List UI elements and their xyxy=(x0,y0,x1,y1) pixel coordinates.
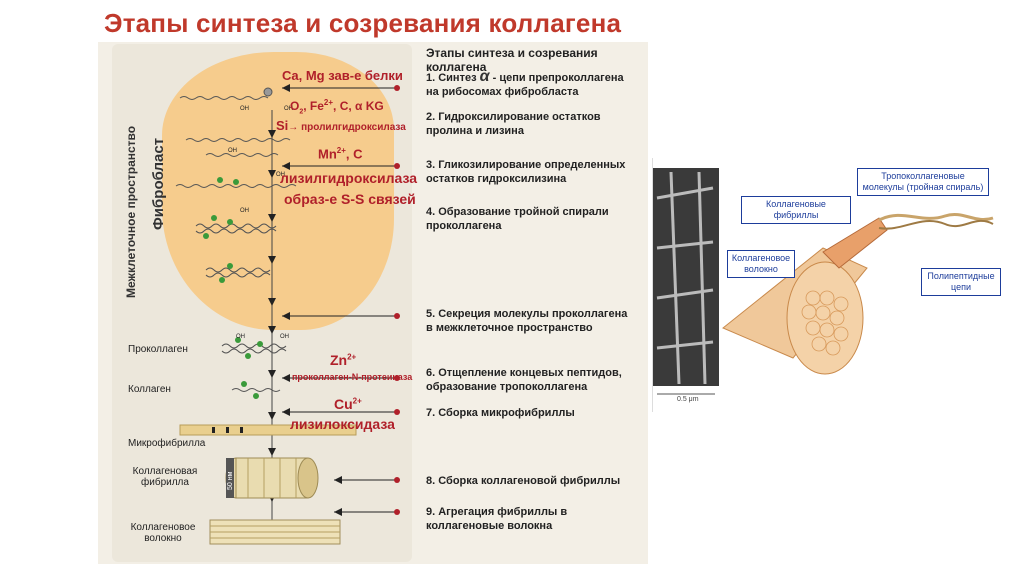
label-fibrils: Коллагеновые фибриллы xyxy=(741,196,851,224)
label-polypeptide: Полипептидные цепи xyxy=(921,268,1001,296)
peptide-chains xyxy=(175,96,297,392)
fiber-illustration xyxy=(653,168,994,395)
microfibril-marks xyxy=(212,427,243,433)
step-dots xyxy=(394,85,400,515)
collagen-fiber-figure: Тропоколлагеновые молекулы (тройная спир… xyxy=(652,158,1001,412)
fiber-bundle xyxy=(209,519,341,545)
cofactor-cu: Cu2+ xyxy=(334,396,362,412)
oh-label: OH xyxy=(240,106,249,112)
slide-title: Этапы синтеза и созревания коллагена xyxy=(104,8,622,38)
fibroblast-cell xyxy=(162,52,394,330)
stage-fiber: Коллагеновое волокно xyxy=(130,522,196,544)
steps-heading: Этапы синтеза и созревания коллагена xyxy=(426,46,598,74)
step-6: 6. Отщепление концевых пептидов,образова… xyxy=(426,367,622,393)
label-fiber: Коллагеновое волокно xyxy=(727,250,795,278)
stage-collagen: Коллаген xyxy=(128,384,171,395)
enzyme-lysyl-oxidase: лизилоксидаза xyxy=(290,416,395,432)
cofactor-arrowheads xyxy=(282,84,342,516)
oh-label: OH xyxy=(280,334,289,340)
cofactor-o2-fe: O2, Fe2+, C, α KG xyxy=(290,98,384,116)
cofactor-zn: Zn2+ xyxy=(330,352,357,368)
glycosylation-dots xyxy=(203,177,263,399)
step-8: 8. Сборка коллагеновой фибриллы xyxy=(426,475,621,487)
label-tropocollagen: Тропоколлагеновые молекулы (тройная спир… xyxy=(857,168,989,196)
stage-microfibril: Микрофибрилла xyxy=(128,438,206,449)
fiber-cells xyxy=(801,290,849,356)
micrograph xyxy=(653,168,719,386)
ribosome xyxy=(263,87,273,97)
oh-label: OH xyxy=(228,148,237,154)
oh-label: OH xyxy=(276,172,285,178)
micrograph-scale-label: 0.5 μm xyxy=(677,396,699,403)
fibril-strand xyxy=(822,217,888,269)
enzyme-n-proteinase: проколлаген-N-протеиназа xyxy=(292,372,413,382)
oh-label: OH xyxy=(240,208,249,214)
ss-bond-formation: образ-е S-S связей xyxy=(284,191,416,207)
microfibril-bar xyxy=(179,424,357,436)
step-7: 7. Сборка микрофибриллы xyxy=(426,407,575,419)
triple-helix xyxy=(878,213,994,222)
stage-fibril: Коллагеновая фибрилла xyxy=(132,466,198,488)
cofactor-ca-mg: Ca, Mg зав-е белки xyxy=(282,68,403,83)
micrograph-fibers xyxy=(656,171,714,385)
cofactor-si: Si→ пролилгидроксилаза xyxy=(276,118,406,133)
stage-procollagen: Проколлаген xyxy=(128,344,188,355)
fiber-cross-section xyxy=(786,261,864,375)
cofactor-arrows xyxy=(282,87,396,513)
oh-label: OH xyxy=(236,334,245,340)
fibril-cylinder xyxy=(225,457,319,499)
triple-helix-strand xyxy=(878,219,994,230)
enzyme-lysyl-hydroxylase: лизилгидроксилаза xyxy=(280,170,418,186)
oh-label: OH xyxy=(284,106,293,112)
cofactor-mn: Mn2+, C xyxy=(318,146,363,162)
scale-50nm: 50 нм xyxy=(227,471,234,490)
scale-bar xyxy=(226,458,234,498)
